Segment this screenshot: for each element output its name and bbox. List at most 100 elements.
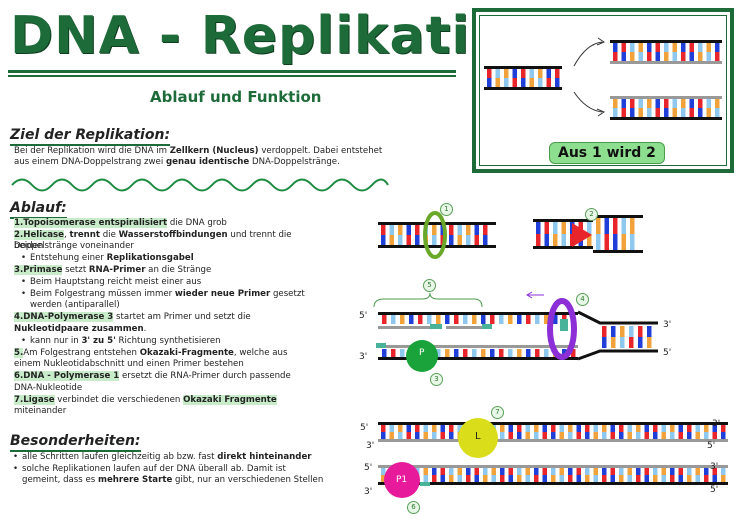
final-dna-1-base <box>525 432 530 439</box>
fork-bot-base <box>382 349 387 357</box>
fork-bot-base <box>544 349 549 357</box>
step-badge-2: 2 <box>585 208 598 221</box>
final-dna-2-base <box>585 475 590 482</box>
daughter-dna-2-base <box>613 108 618 117</box>
step-badge-6: 6 <box>407 501 420 514</box>
final-dna-1-base <box>559 432 564 439</box>
helicase-left-base <box>553 222 558 234</box>
end-label-b5: 5' <box>364 463 373 473</box>
final-dna-1-base <box>704 432 709 439</box>
helicase-left-base <box>553 234 558 246</box>
special-bullet-2-cont: gemeint, dass es mehrere Starte gibt, nu… <box>22 475 324 485</box>
fork-top-base <box>382 315 387 324</box>
final-dna-2-base <box>525 468 530 475</box>
helicase-left-backbone-top <box>533 219 593 222</box>
final-dna-1-base <box>508 432 513 439</box>
final-dna-1-base <box>619 425 624 432</box>
final-dna-1-base <box>551 425 556 432</box>
step-4-cont: Nukleotidpaare zusammen. <box>14 324 147 334</box>
helicase-right-backbone-top <box>593 215 643 218</box>
final-dna-2-base <box>542 475 547 482</box>
topo-dna-base <box>381 225 386 235</box>
daughter-dna-2-base <box>638 99 643 108</box>
topo-dna-base <box>398 225 403 235</box>
final-dna-2-base <box>593 475 598 482</box>
fork-top-base <box>490 315 495 324</box>
fork-right-base <box>602 326 607 337</box>
final-dna-1-base <box>500 425 505 432</box>
fork-bot-base <box>517 349 522 357</box>
helicase-wedge <box>572 223 592 247</box>
fork-top-base <box>463 315 468 324</box>
fork-top-base <box>508 315 513 324</box>
daughter-dna-1-base <box>681 43 686 52</box>
helicase-right-base <box>630 234 635 250</box>
final-dna-2-base <box>568 475 573 482</box>
final-dna-2-base <box>483 475 488 482</box>
topo-dna-base <box>457 235 462 245</box>
final-dna-2-base <box>661 475 666 482</box>
final-dna-1-base <box>415 425 420 432</box>
fork-bot-base <box>463 349 468 357</box>
fork-primer <box>560 319 568 331</box>
final-dna-1-base <box>610 425 615 432</box>
topo-dna-base <box>483 235 488 245</box>
final-dna-2-base <box>576 468 581 475</box>
fork-bot-base <box>490 349 495 357</box>
final-dna-2-base <box>670 468 675 475</box>
final-dna-1-base <box>517 432 522 439</box>
topo-dna-base <box>415 235 420 245</box>
final-dna-2-backbone-bottom <box>378 482 728 485</box>
daughter-dna-1-base <box>689 43 694 52</box>
end-label-b1: 5' <box>360 423 369 433</box>
final-dna-2-base <box>712 468 717 475</box>
fork-bot-base <box>499 349 504 357</box>
fork-bot-base <box>508 349 513 357</box>
final-dna-2-base <box>457 468 462 475</box>
helicase-ring <box>547 298 577 360</box>
step-5-cont: einem Nukleotidabschnitt und einen Prime… <box>14 359 244 369</box>
helicase-left-base <box>544 234 549 246</box>
end-label-b4: 5' <box>707 441 716 451</box>
polymerase1-label: P1 <box>396 475 408 485</box>
parent-dna-base <box>487 69 492 78</box>
final-dna-1-base <box>585 425 590 432</box>
final-dna-1-base <box>508 425 513 432</box>
step-4-sub: kann nur in 3' zu 5' Richtung synthetisi… <box>21 336 320 347</box>
final-dna-2-base <box>542 468 547 475</box>
daughter-dna-2-base <box>698 108 703 117</box>
parent-dna-base <box>512 78 517 87</box>
daughter-dna-2-base <box>672 108 677 117</box>
arrow-down-head <box>596 108 606 117</box>
final-dna-1-base <box>525 425 530 432</box>
polymerase1-circle <box>384 462 420 498</box>
final-dna-1-base <box>457 425 462 432</box>
daughter-dna-1-base <box>638 43 643 52</box>
final-dna-2-base <box>423 468 428 475</box>
final-dna-2-base <box>627 468 632 475</box>
daughter-dna-2-base <box>715 108 720 117</box>
final-dna-2-base <box>525 475 530 482</box>
final-dna-2-base <box>721 475 726 482</box>
final-dna-2-base <box>619 468 624 475</box>
step-3-sub-2: Beim Folgestrang müssen immer wieder neu… <box>21 289 320 300</box>
final-dna-2-base <box>670 475 675 482</box>
parent-dna-base <box>521 69 526 78</box>
topo-dna-base <box>415 225 420 235</box>
final-dna-2-base <box>627 475 632 482</box>
final-dna-1-base <box>542 425 547 432</box>
fork-top-base <box>481 315 486 324</box>
final-dna-1-backbone-top <box>378 422 728 425</box>
final-dna-1-base <box>610 432 615 439</box>
final-dna-2-base <box>508 468 513 475</box>
final-dna-1-base <box>627 425 632 432</box>
topo-dna-backbone-bottom <box>378 245 496 248</box>
step-3-sub-2-cont: werden (antiparallel) <box>30 300 120 310</box>
step-7: 7.Ligase verbindet die verschiedenen Oka… <box>14 395 277 405</box>
fork-bot-base <box>535 349 540 357</box>
daughter-dna-1-base <box>706 52 711 61</box>
daughter-dna-1-base <box>613 43 618 52</box>
fork-top-base <box>436 315 441 324</box>
final-dna-1-base <box>661 432 666 439</box>
topo-dna-base <box>466 225 471 235</box>
